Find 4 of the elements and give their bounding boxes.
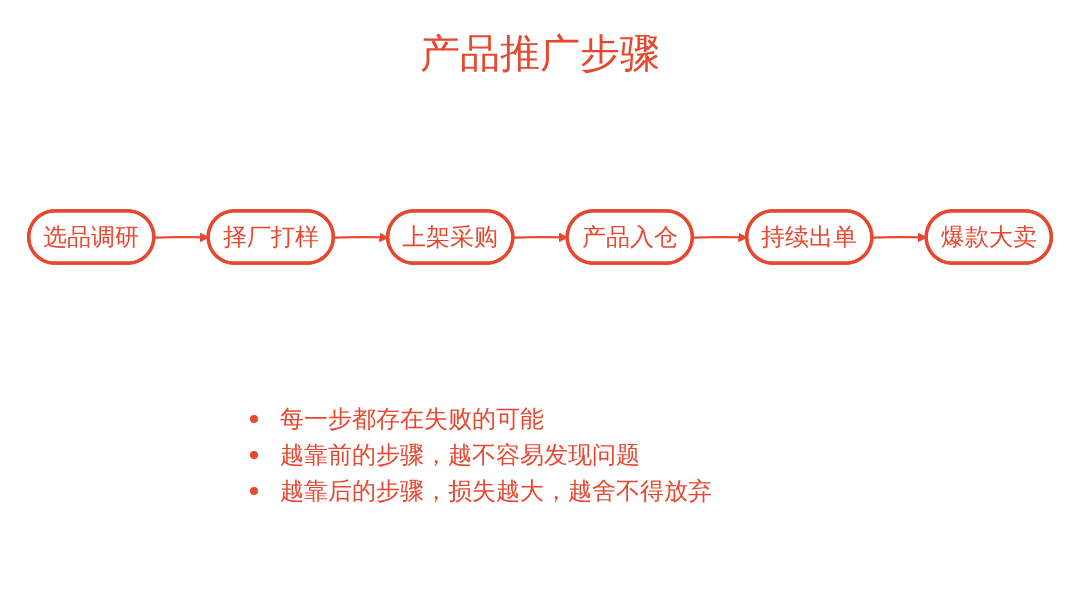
bullet-note: 越靠后的步骤，损失越大，越舍不得放弃 (280, 476, 712, 507)
title: 产品推广步骤 (419, 29, 661, 78)
bullet-note: 越靠前的步骤，越不容易发现问题 (280, 440, 640, 471)
bullet-note: 每一步都存在失败的可能 (280, 404, 544, 435)
